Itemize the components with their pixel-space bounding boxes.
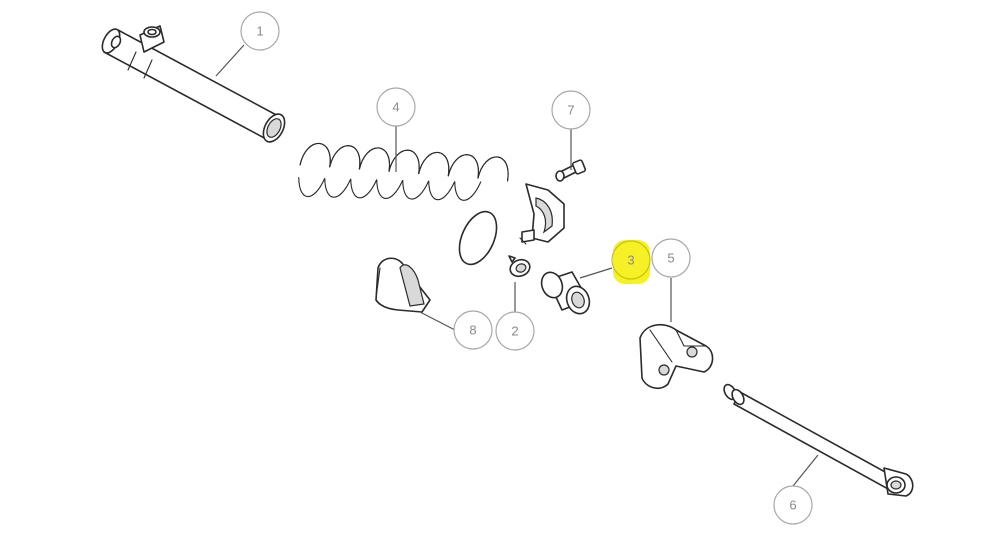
callout-3-highlight <box>613 240 650 284</box>
part-bracket-clamp[interactable] <box>519 183 565 245</box>
callout-2[interactable]: 2 <box>495 311 535 351</box>
callout-2-label: 2 <box>511 324 518 339</box>
part-3-sleeve-bushing[interactable] <box>538 269 593 317</box>
callout-7[interactable]: 7 <box>551 90 591 130</box>
part-5-clevis-bracket[interactable] <box>639 323 714 390</box>
callout-5-label: 5 <box>667 251 674 266</box>
callout-3[interactable]: 3 <box>611 240 651 280</box>
part-7-bolt[interactable] <box>555 159 587 182</box>
part-6-piston-rod[interactable] <box>722 383 914 497</box>
callout-4-label: 4 <box>392 100 399 115</box>
callout-4[interactable]: 4 <box>376 87 416 127</box>
callout-3-label: 3 <box>627 253 634 268</box>
callout-1[interactable]: 1 <box>240 11 280 51</box>
callout-5[interactable]: 5 <box>651 238 691 278</box>
callout-8-label: 8 <box>469 323 476 338</box>
callout-8[interactable]: 8 <box>453 310 493 350</box>
callout-6-label: 6 <box>789 498 796 513</box>
callout-6[interactable]: 6 <box>773 485 813 525</box>
callout-1-label: 1 <box>256 24 263 39</box>
leader-lines <box>215 44 819 487</box>
part-1-cylinder-tube[interactable] <box>99 25 289 145</box>
callout-7-label: 7 <box>567 103 574 118</box>
part-8-half-bushing[interactable] <box>375 257 431 313</box>
part-2-spring-clip[interactable] <box>508 255 532 279</box>
part-4-coil-spring[interactable] <box>293 84 515 270</box>
